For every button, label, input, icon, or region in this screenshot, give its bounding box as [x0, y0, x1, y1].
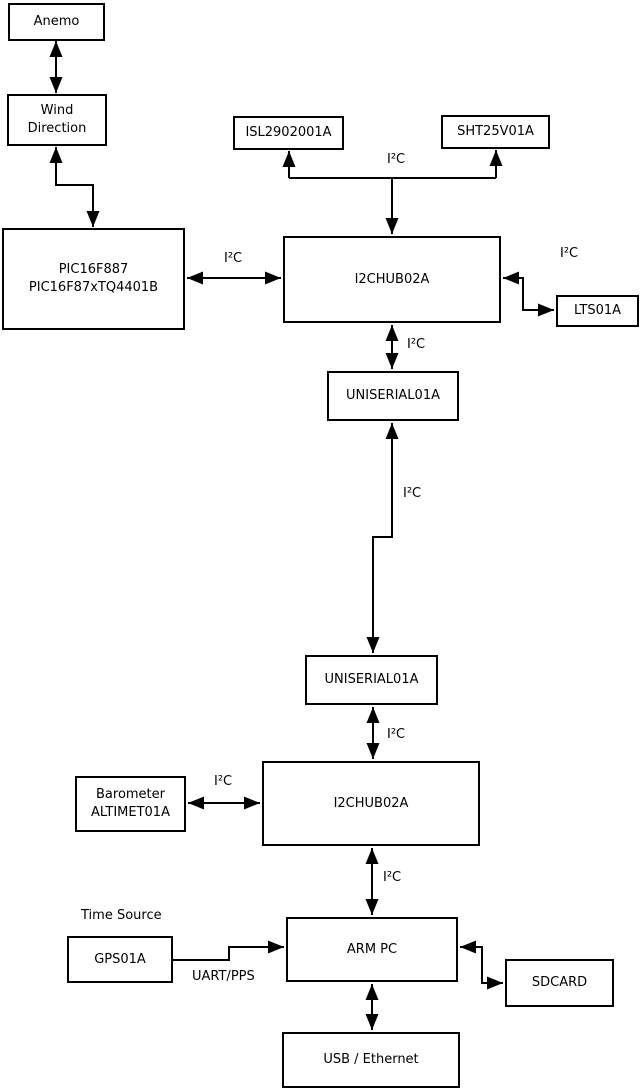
node-i2chub02a-lower: I2CHUB02A: [262, 761, 480, 846]
edge-label-i2c-hub1-lts: I²C: [560, 246, 579, 261]
node-isl2902001a-label: ISL2902001A: [245, 125, 332, 141]
node-wind-direction: Wind Direction: [7, 94, 107, 146]
node-uniserial01a-lower-label: UNISERIAL01A: [324, 672, 419, 688]
node-sdcard: SDCARD: [505, 959, 614, 1007]
connector-uniserial1-uniserial2: [366, 423, 399, 653]
node-i2chub02a-lower-label: I2CHUB02A: [333, 795, 409, 811]
edge-label-i2c-pic-hub1: I²C: [224, 251, 243, 266]
node-barometer-label: Barometer ALTIMET01A: [91, 787, 170, 820]
connector-gps-armpc: [173, 940, 284, 961]
edge-label-i2c-uniserial2-hub2: I²C: [387, 727, 406, 742]
node-i2chub02a-upper-label: I2CHUB02A: [354, 271, 430, 287]
connector-hub1-lts: [503, 271, 554, 317]
node-barometer: Barometer ALTIMET01A: [75, 776, 186, 832]
node-anemo: Anemo: [8, 3, 105, 41]
node-pic16f887-label: PIC16F887 PIC16F87xTQ4401B: [28, 262, 159, 295]
node-i2chub02a-upper: I2CHUB02A: [283, 236, 501, 323]
node-sdcard-label: SDCARD: [531, 975, 588, 991]
connector-armpc-sdcard: [460, 940, 503, 990]
node-uniserial01a-lower: UNISERIAL01A: [305, 655, 438, 705]
node-arm-pc: ARM PC: [286, 917, 458, 982]
node-lts01a-label: LTS01A: [573, 303, 622, 319]
node-sht25v01a-label: SHT25V01A: [457, 124, 534, 140]
edge-label-i2c-hub1-uniserial1: I²C: [407, 337, 426, 352]
node-pic16f887: PIC16F887 PIC16F87xTQ4401B: [2, 228, 185, 330]
node-lts01a: LTS01A: [556, 295, 639, 327]
node-usb-ethernet: USB / Ethernet: [282, 1032, 460, 1088]
node-usb-ethernet-label: USB / Ethernet: [323, 1052, 419, 1068]
edge-label-time-source: Time Source: [81, 908, 162, 923]
node-arm-pc-label: ARM PC: [346, 941, 398, 957]
node-isl2902001a: ISL2902001A: [233, 116, 344, 150]
edge-label-uart-pps: UART/PPS: [192, 969, 255, 984]
node-gps01a: GPS01A: [67, 936, 173, 983]
edge-label-i2c-sensor-bus: I²C: [387, 152, 406, 167]
edge-label-i2c-hub2-armpc: I²C: [383, 870, 402, 885]
connector-wind-pic: [49, 147, 100, 227]
edge-label-i2c-barometer-hub2: I²C: [214, 774, 233, 789]
node-sht25v01a: SHT25V01A: [441, 115, 550, 149]
node-wind-direction-label: Wind Direction: [27, 103, 87, 136]
node-uniserial01a-upper: UNISERIAL01A: [327, 371, 459, 421]
node-gps01a-label: GPS01A: [94, 951, 146, 967]
edge-label-i2c-long-link: I²C: [403, 486, 422, 501]
node-uniserial01a-upper-label: UNISERIAL01A: [346, 388, 440, 404]
node-anemo-label: Anemo: [33, 14, 80, 30]
